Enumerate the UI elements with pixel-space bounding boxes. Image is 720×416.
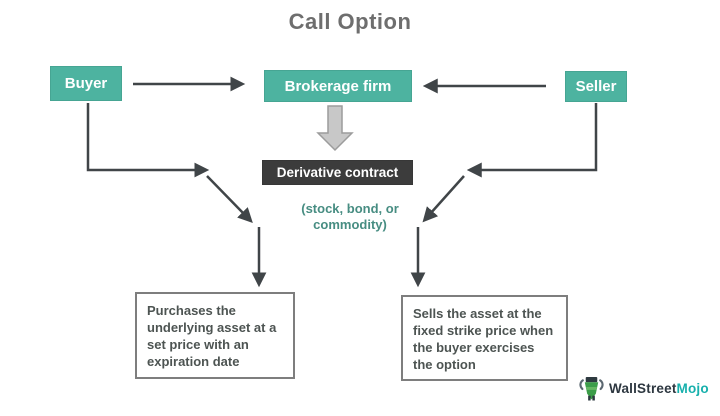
logo-text-mojo: Mojo — [676, 380, 709, 396]
page-title: Call Option — [288, 9, 412, 34]
buyer-outcome-box: Purchases the underlying asset at a set … — [135, 292, 295, 379]
block-arrow-down-icon — [316, 105, 354, 152]
edge-seller-elbow — [466, 103, 598, 178]
node-buyer: Buyer — [50, 66, 122, 101]
node-seller: Seller — [565, 71, 627, 102]
underlying-asset-note: (stock, bond, or commodity) — [301, 201, 399, 232]
seller-outcome-box: Sells the asset at the fixed strike pric… — [401, 295, 568, 381]
edge-buyer-elbow — [86, 103, 210, 178]
edge-buyer-diagonal — [206, 175, 253, 224]
logo-text-wallstreet: WallStreet — [609, 380, 677, 396]
node-brokerage-firm: Brokerage firm — [264, 70, 412, 102]
edge-seller-diagonal — [422, 175, 465, 223]
node-derivative-contract: Derivative contract — [262, 160, 413, 185]
bull-icon — [579, 376, 604, 401]
wallstreetmojo-logo: WallStreetMojo — [579, 374, 709, 402]
logo-wordmark: WallStreetMojo — [609, 381, 709, 396]
